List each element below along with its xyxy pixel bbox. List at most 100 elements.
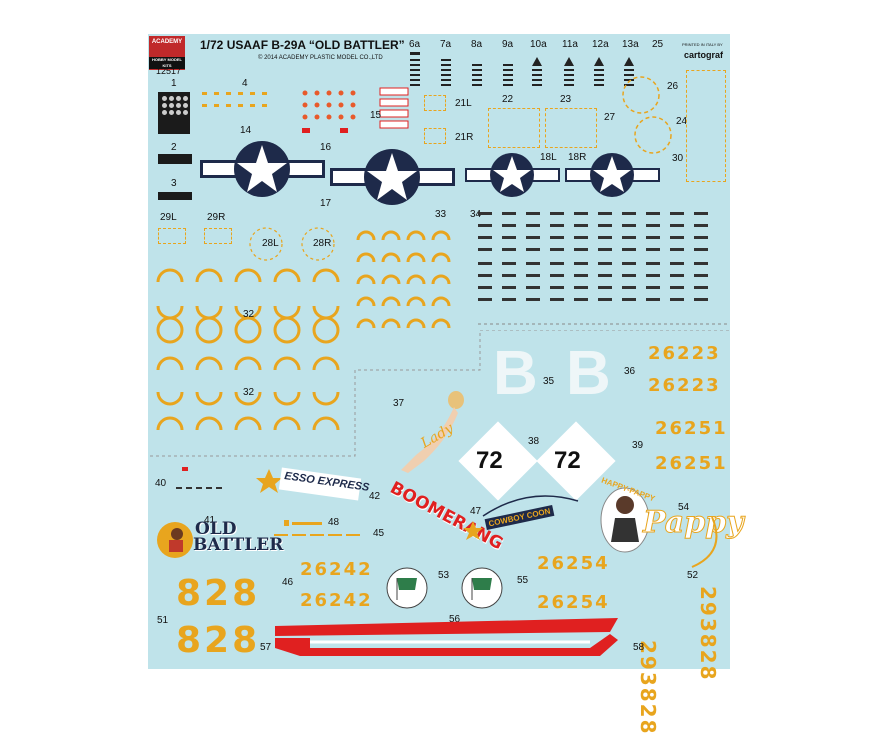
decal-number-33: 33: [435, 209, 447, 220]
decal-number-34: 34: [470, 209, 482, 220]
decal-number-28l: 28L: [262, 238, 279, 249]
serial-39a: 26251: [655, 418, 728, 439]
placards-15: [379, 87, 409, 129]
red-stripes: [275, 618, 618, 656]
stencil-label-9a: 9a: [502, 39, 514, 50]
tail-letter-b-1: B: [493, 339, 538, 408]
decal-number-29r: 29R: [207, 212, 226, 223]
cut-line: [150, 330, 730, 457]
decal-number-3: 3: [171, 178, 177, 189]
decal-number-47: 47: [470, 506, 482, 517]
esso-star: [256, 469, 282, 493]
panel-decal-3: [158, 192, 192, 200]
logo-text: ACADEMY: [151, 39, 183, 45]
decal-number-18r: 18R: [568, 152, 587, 163]
decal-number-42: 42: [369, 491, 381, 502]
academy-logo: ACADEMY HOBBY MODEL KITS: [149, 36, 185, 70]
decal-number-18l: 18L: [540, 152, 557, 163]
decal-number-45: 45: [373, 528, 385, 539]
decal-number-55: 55: [517, 575, 529, 586]
outline-29l: [158, 228, 186, 244]
ring-26: [622, 76, 660, 114]
decal-number-1: 1: [171, 78, 177, 89]
serial-55a: 26254: [537, 553, 610, 574]
vertical-52a: 293828: [636, 640, 660, 736]
small-stencil-48: [284, 520, 322, 526]
decal-number-32a: 32: [243, 309, 255, 320]
stencil-label-12a: 12a: [592, 39, 609, 50]
sheet-title: 1/72 USAAF B-29A “OLD BATTLER”: [200, 38, 405, 52]
diamond-1-number: 72: [476, 447, 503, 474]
stencil-label-6a: 6a: [409, 39, 421, 50]
diamond-2-number: 72: [554, 447, 581, 474]
pappy-figure: [600, 487, 650, 553]
stencil-label-10a: 10a: [530, 39, 547, 50]
decal-number-29l: 29L: [160, 212, 177, 223]
decal-number-36: 36: [624, 366, 636, 377]
rings-28: [249, 227, 335, 261]
arc-grid-33: [356, 230, 451, 329]
decal-number-35: 35: [543, 376, 555, 387]
decal-number-17: 17: [320, 198, 332, 209]
old-text: OLD: [195, 519, 237, 539]
decal-number-32b: 32: [243, 387, 255, 398]
battler-text: BATTLER: [193, 535, 284, 555]
small-markings-40: [176, 467, 222, 489]
decal-number-56: 56: [449, 614, 461, 625]
stencil-block-34: [478, 212, 728, 325]
star-insignia-17: [200, 141, 325, 197]
printer-name: cartograf: [684, 50, 724, 60]
decal-number-51: 51: [157, 615, 169, 626]
decal-number-48: 48: [328, 517, 340, 528]
arc-grid-32: [156, 268, 340, 431]
stencil-label-7a: 7a: [440, 39, 452, 50]
stencil-label-8a: 8a: [471, 39, 483, 50]
cowboy-star: [463, 521, 483, 540]
star-insignia-18l: [465, 153, 560, 197]
logo-subtext: HOBBY MODEL KITS: [149, 57, 185, 69]
small-stencils-4: [202, 92, 267, 107]
outline-22: [488, 108, 540, 148]
pappy-flourish: [691, 516, 718, 568]
decal-number-57: 57: [260, 642, 272, 653]
decal-number-39: 39: [632, 440, 644, 451]
decal-number-14: 14: [240, 125, 252, 136]
decal-number-21r: 21R: [455, 132, 474, 143]
decal-number-23: 23: [560, 94, 572, 105]
outline-30: [686, 70, 726, 182]
decal-number-40: 40: [155, 478, 167, 489]
decal-number-4: 4: [242, 78, 248, 89]
decal-number-28r: 28R: [313, 238, 332, 249]
decal-number-27: 27: [604, 112, 616, 123]
decal-number-15: 15: [370, 110, 382, 121]
code-51a: 828: [176, 573, 261, 614]
code-51b: 828: [176, 620, 261, 661]
vertical-52b: 293828: [696, 586, 720, 682]
decal-number-22: 22: [502, 94, 514, 105]
cowboy-lasso: [482, 495, 579, 517]
pappy-text: Pappy: [643, 505, 745, 541]
kit-number: 12517: [156, 66, 182, 76]
instrument-panel-decal: [158, 92, 190, 134]
decal-number-52: 52: [687, 570, 699, 581]
copyright: © 2014 ACADEMY PLASTIC MODEL CO.,LTD: [258, 55, 383, 61]
outline-21l: [424, 95, 446, 111]
stencil-ladders: [410, 52, 634, 86]
decal-number-30: 30: [672, 153, 684, 164]
decal-number-16: 16: [320, 142, 332, 153]
decal-number-2: 2: [171, 142, 177, 153]
panel-decal-2: [158, 154, 192, 164]
serial-36a: 26223: [648, 343, 721, 364]
decal-number-21l: 21L: [455, 98, 472, 109]
serial-36b: 26223: [648, 375, 721, 396]
decal-number-54: 54: [678, 502, 690, 513]
serial-46b: 26242: [300, 590, 373, 611]
decal-sheet: [148, 34, 730, 669]
printer-note: PRINTED IN ITALY BY: [682, 42, 723, 47]
emblem-53b: [461, 567, 503, 609]
tail-letter-b-2: B: [566, 339, 611, 408]
emblem-53a: [386, 567, 428, 609]
pinup-figure-37: [401, 391, 464, 473]
outline-23: [545, 108, 597, 148]
ring-24: [634, 116, 672, 154]
